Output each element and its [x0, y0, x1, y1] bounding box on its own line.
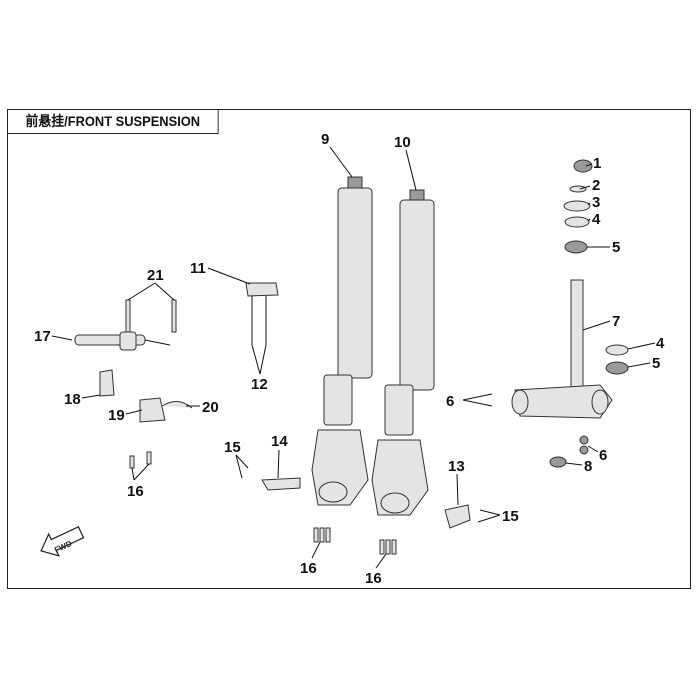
callout-9: 9	[321, 131, 329, 148]
callout-2: 2	[592, 177, 600, 194]
callout-15b: 15	[502, 508, 519, 525]
leader-lines	[51, 146, 656, 569]
callout-3: 3	[592, 194, 600, 211]
callout-6: 6	[446, 393, 454, 410]
callout-5b: 5	[652, 355, 660, 372]
callout-16b: 16	[300, 560, 317, 577]
callout-7: 7	[612, 313, 620, 330]
bracket-14	[261, 477, 301, 491]
callout-4: 4	[592, 211, 601, 228]
diagram-frame	[7, 109, 691, 589]
callout-18: 18	[64, 391, 81, 408]
callout-5: 5	[612, 239, 620, 256]
callout-13: 13	[448, 458, 465, 475]
callout-19: 19	[108, 407, 125, 424]
callout-10: 10	[394, 134, 411, 151]
callout-8: 8	[584, 458, 592, 475]
callout-1: 1	[593, 155, 601, 172]
callout-17: 17	[34, 328, 51, 345]
fork-tube-right	[371, 189, 435, 516]
handlebar-clamp	[245, 282, 279, 345]
steering-damper	[74, 299, 193, 423]
fwd-arrow-icon	[40, 526, 85, 557]
callout-14: 14	[271, 433, 288, 450]
callout-21: 21	[147, 267, 164, 284]
steering-stem	[511, 159, 629, 468]
callout-4b: 4	[656, 335, 665, 352]
callout-labels: 1 2 3 4 5 7 4 5 6 6 8 9 10 11 12 21 17 1…	[34, 131, 665, 587]
page-title: 前悬挂/FRONT SUSPENSION	[7, 109, 219, 134]
callout-6b: 6	[599, 447, 607, 464]
fork-tube-left	[311, 176, 373, 506]
callout-16: 16	[127, 483, 144, 500]
bracket-13	[444, 504, 471, 529]
callout-16c: 16	[365, 570, 382, 587]
callout-11: 11	[190, 260, 206, 277]
callout-12: 12	[251, 376, 268, 393]
bolts	[129, 451, 397, 555]
callout-15: 15	[224, 439, 241, 456]
callout-20: 20	[202, 399, 219, 416]
